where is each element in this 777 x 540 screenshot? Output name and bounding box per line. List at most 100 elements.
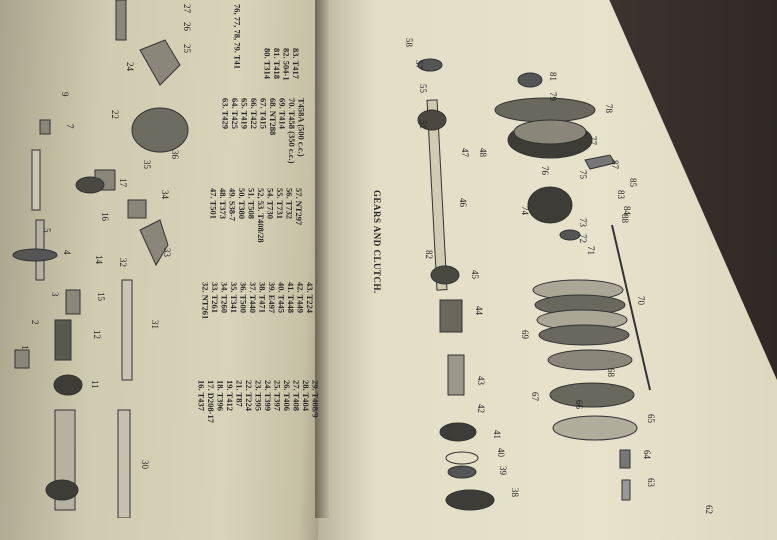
part-drawing — [45, 479, 79, 501]
part-label: 4 — [62, 250, 72, 255]
part-drawing — [39, 119, 51, 135]
left-page-parts-diagram — [12, 0, 189, 518]
parts-list-entry: 47. T501 — [208, 188, 219, 220]
part-label: 58 — [404, 38, 414, 47]
part-label: 66 — [574, 400, 584, 409]
part-label: 38 — [510, 488, 520, 497]
part-label: 46 — [458, 198, 468, 207]
parts-list-entry: 80. T314 — [262, 48, 273, 80]
part-label: 76 — [540, 166, 550, 175]
parts-list-entry: 42. T449 — [295, 282, 306, 314]
part-label: 3 — [50, 292, 60, 297]
parts-list-entry: 65. T419 — [239, 98, 250, 130]
parts-list-entry: 68. NT288 — [268, 98, 278, 136]
parts-list-group-4: 63. T429 64. T425 65. T419 66. T422 67. … — [220, 98, 307, 163]
parts-list-entry: 41. T448 — [286, 282, 296, 314]
part-label: 33 — [162, 248, 172, 257]
parts-list-entry: 22. T224 — [244, 380, 254, 412]
parts-list-group-5: 76, 77, 78, 79. T41 — [232, 4, 243, 69]
parts-list-entry: 57. NT297 — [294, 188, 304, 226]
part-label: 62 — [704, 505, 714, 514]
part-label: 34 — [160, 190, 170, 199]
parts-list-entry: 33. T261 — [210, 282, 220, 314]
part-drawing — [127, 199, 147, 219]
section-title: GEARS AND CLUTCH. — [372, 190, 382, 294]
part-label: 72 — [578, 234, 588, 243]
parts-list-entry: 19. T412 — [225, 380, 235, 412]
parts-list-entry: 21. T87 — [234, 380, 245, 407]
part-drawing — [14, 349, 30, 369]
part-drawing — [117, 409, 131, 518]
part-label: 5 — [42, 228, 52, 233]
part-drawing — [139, 39, 181, 86]
parts-list-entry: 23. T395 — [253, 380, 264, 412]
lever-drawing — [584, 154, 616, 170]
part-label: 11 — [90, 380, 100, 389]
part-label: 77 — [588, 136, 598, 145]
part-label: 2 — [30, 320, 40, 325]
part-label: 57 — [414, 60, 424, 69]
parts-list-entry: 25. T397 — [272, 380, 283, 412]
part-label: 36 — [170, 150, 180, 159]
part-label: 40 — [496, 448, 506, 457]
part-label: 79 — [548, 92, 558, 101]
parts-list-entry: 69. T414 — [277, 98, 288, 130]
parts-list-group-6: 80. T314 81. T418 82. 504-1 83. T417 — [262, 48, 302, 81]
part-label: 69 — [520, 330, 530, 339]
gear-drawing — [430, 265, 460, 285]
part-drawing — [115, 0, 127, 41]
part-label: 42 — [476, 404, 486, 413]
part-label: 30 — [140, 460, 150, 469]
part-label: 74 — [520, 206, 530, 215]
part-label: 75 — [578, 170, 588, 179]
part-label: 39 — [498, 466, 508, 475]
clutch-sprocket-drawing — [494, 97, 596, 123]
parts-list-entry: 56. T732 — [284, 188, 295, 220]
parts-list-entry: 36. T500 — [238, 282, 249, 314]
parts-list-entry: 28. T404 — [301, 380, 311, 412]
parts-list-entry: 27. T408 — [291, 380, 302, 412]
clutch-centre-drawing — [527, 186, 573, 224]
part-label: 88 — [620, 214, 630, 223]
part-drawing — [54, 319, 72, 361]
parts-list-entry: 81. T418 — [272, 48, 282, 80]
parts-list-entry: 40. T445 — [276, 282, 287, 314]
parts-list-entry: 55. T731 — [275, 188, 285, 220]
part-label: 68 — [606, 368, 616, 377]
parts-list-entry: 38. T471 — [257, 282, 268, 314]
parts-list-entry: 50. T380 — [237, 188, 247, 220]
part-drawing — [517, 72, 543, 88]
parts-list-entry: 49. S38-7 — [227, 188, 238, 222]
parts-list-entry: 29. T408/9 — [310, 380, 321, 418]
parts-list-entry: 39. E497 — [267, 282, 277, 314]
part-drawing — [121, 279, 133, 381]
part-label: 17 — [118, 178, 128, 187]
part-label: 78 — [604, 104, 614, 113]
parts-list-entry: T458A (500 c.c.) — [296, 98, 307, 157]
parts-list-entry: 54. T730 — [265, 188, 276, 220]
parts-list-entry: 48. T373 — [218, 188, 228, 220]
parts-list-entry: 83. T417 — [291, 48, 301, 80]
part-label: 45 — [470, 270, 480, 279]
parts-list-entry: 64. T425 — [230, 98, 240, 130]
parts-list-entry: 51. T508 — [246, 188, 257, 220]
part-label: 9 — [60, 92, 70, 97]
parts-list-group-3: 47. T501 48. T373 49. S38-7 50. T380 51.… — [208, 188, 305, 243]
parts-list-entry: 32. NT261 — [200, 282, 211, 320]
part-label: 73 — [578, 218, 588, 227]
parts-list-entry: 67. T415 — [258, 98, 269, 130]
part-label: 15 — [96, 292, 106, 301]
part-drawing — [12, 248, 58, 262]
part-label: 84 — [622, 206, 632, 215]
clutch-plate-drawing — [538, 324, 630, 346]
parts-list-entry: 37. T440 — [248, 282, 258, 314]
gear-drawing — [445, 489, 495, 511]
parts-list-entry: 24. T399 — [263, 380, 273, 412]
part-label: 24 — [125, 62, 135, 71]
gears-clutch-diagram — [417, 58, 651, 511]
parts-list-entry: 52, 53. T408/28 — [256, 188, 266, 243]
part-label: 16 — [100, 212, 110, 221]
spring-cup-drawing — [619, 449, 631, 469]
parts-list-entry: 66. T422 — [249, 98, 259, 130]
part-label: 43 — [476, 376, 486, 385]
